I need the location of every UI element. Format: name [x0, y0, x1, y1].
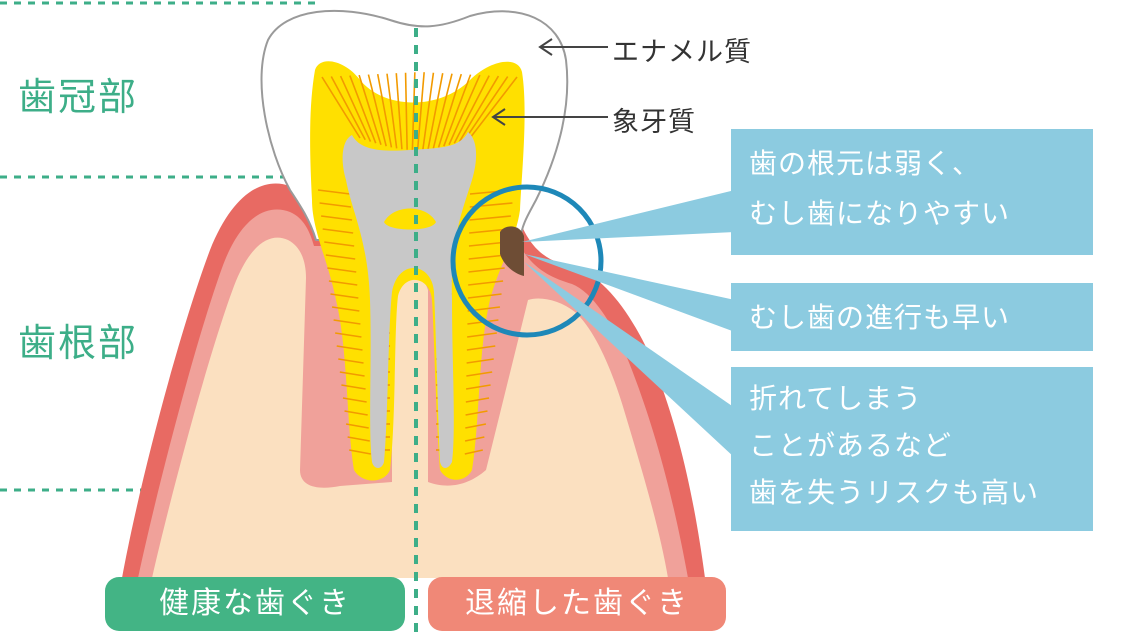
info-box-tooth-loss: 折れてしまう ことがあるなど 歯を失うリスクも高い	[731, 367, 1093, 531]
tubule-line	[339, 75, 372, 142]
highlight-circle	[450, 184, 604, 338]
tubule-line	[467, 293, 502, 299]
tubule-line	[465, 423, 487, 429]
tubule-line	[467, 332, 497, 338]
root-zone-label: 歯根部	[18, 321, 139, 365]
tubule-line	[386, 73, 398, 149]
healthy-gum-caption: 健康な歯ぐき	[105, 577, 405, 631]
tubule-line	[404, 72, 408, 150]
info-line: 歯の根元は弱く、	[749, 147, 982, 180]
tubule-line	[416, 72, 425, 151]
tubule-line	[330, 76, 366, 141]
tubule-line	[453, 75, 490, 144]
tubule-line	[339, 371, 365, 377]
tubule-line	[422, 72, 435, 150]
tubule-line	[325, 254, 356, 260]
tubule-line	[466, 345, 496, 351]
tubule-line	[465, 397, 490, 403]
tubule-line	[321, 76, 361, 139]
tubule-line	[331, 306, 360, 312]
tubule-line	[317, 189, 351, 195]
tubule-line	[327, 267, 357, 273]
tubule-line	[342, 397, 367, 403]
tubule-line	[319, 202, 352, 208]
tubule-line	[338, 358, 364, 364]
tubule-line	[448, 74, 481, 146]
zone-guides	[0, 1, 380, 492]
tubule-line	[324, 241, 355, 247]
tubule-line	[344, 410, 368, 416]
tubule-line	[468, 267, 505, 273]
crown-zone-label: 歯冠部	[18, 75, 139, 119]
tubule-line	[427, 73, 444, 150]
dentin-label: 象牙質	[612, 107, 696, 138]
tubule-line	[464, 436, 485, 442]
pulp	[342, 132, 477, 468]
tubule-line	[349, 449, 371, 455]
tubule-line	[466, 358, 494, 364]
tubule-line	[468, 280, 504, 286]
tubule-line	[333, 319, 361, 325]
enamel-label: エナメル質	[612, 37, 752, 68]
tubule-line	[322, 228, 354, 234]
tubule-line	[469, 215, 511, 221]
tubule-line	[367, 74, 387, 147]
tubule-line	[341, 384, 366, 390]
receded-gum-caption: 退縮した歯ぐき	[428, 577, 726, 631]
tubule-line	[464, 76, 509, 141]
info-line: むし歯になりやすい	[749, 197, 1011, 230]
tubule-line	[443, 74, 472, 147]
tubule-line	[321, 215, 353, 221]
info-box-weak-root: 歯の根元は弱く、 むし歯になりやすい	[731, 129, 1093, 255]
tubule-line	[345, 423, 369, 429]
tubule-line	[358, 74, 382, 145]
tubule-line	[468, 254, 507, 260]
tubule-line	[465, 410, 488, 416]
gum	[122, 183, 705, 579]
tubule-line	[336, 345, 363, 351]
caries-spot	[500, 226, 524, 276]
tubule-line	[464, 449, 483, 455]
tubule-line	[347, 436, 370, 442]
info-line: むし歯の進行も早い	[749, 301, 1011, 334]
info-line: 歯を失うリスクも高い	[749, 476, 1040, 509]
tubule-line	[395, 73, 403, 150]
tubule-line	[349, 75, 377, 144]
info-pointers	[522, 190, 735, 458]
tubule-line	[432, 73, 453, 149]
tubule-line	[376, 73, 393, 148]
tubule-line	[465, 384, 491, 390]
info-line: ことがあるなど	[749, 429, 953, 462]
tubule-line	[335, 332, 362, 338]
callout-pointers	[491, 38, 608, 126]
tubule-line	[466, 371, 493, 377]
tubule-line	[469, 76, 518, 139]
info-box-fast-progress: むし歯の進行も早い	[731, 283, 1093, 351]
info-line: 折れてしまう	[749, 382, 923, 415]
tubule-line	[330, 293, 359, 299]
tubule-line	[328, 280, 358, 286]
tubule-line	[437, 73, 463, 148]
tubule-line	[458, 75, 500, 142]
